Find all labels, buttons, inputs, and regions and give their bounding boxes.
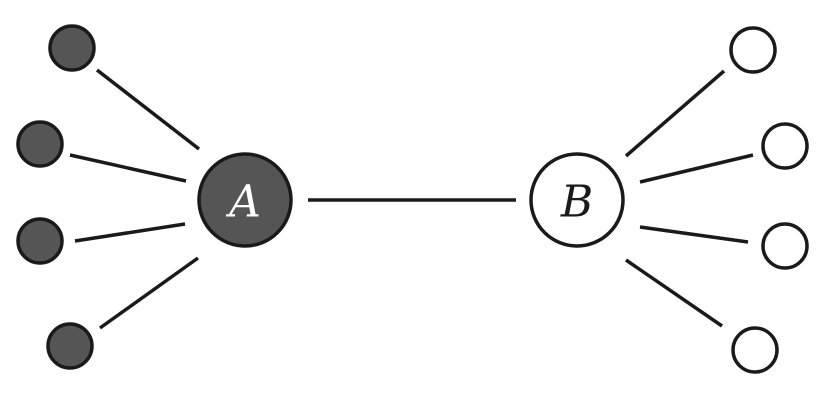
- leaf-node-a-1: [48, 24, 96, 72]
- leaf-node-a-4: [46, 322, 94, 370]
- edge-a-leaf-4: [98, 256, 200, 330]
- hub-node-a: A: [197, 152, 293, 248]
- edge-b-leaf-3: [639, 225, 749, 244]
- hub-label-b: B: [560, 177, 593, 228]
- edge-a-leaf-2: [69, 153, 187, 183]
- leaf-node-a-3: [16, 217, 64, 265]
- leaf-node-b-1: [729, 26, 777, 74]
- hub-circle-a: [197, 152, 293, 248]
- edge-a-leaf-1: [95, 68, 201, 151]
- edge-a-leaf-3: [74, 222, 186, 243]
- leaf-node-b-2: [761, 122, 809, 170]
- hub-circle-b: [529, 152, 625, 248]
- edges-layer: [69, 68, 754, 330]
- hub-node-b: B: [529, 152, 625, 248]
- edge-b-leaf-2: [639, 153, 754, 184]
- leaf-node-b-4: [731, 326, 779, 374]
- leaf-node-b-3: [761, 222, 809, 270]
- edge-b-leaf-1: [624, 69, 726, 158]
- leaf-node-a-2: [16, 120, 64, 168]
- hub-label-a: A: [225, 177, 261, 228]
- edge-b-leaf-4: [625, 258, 723, 328]
